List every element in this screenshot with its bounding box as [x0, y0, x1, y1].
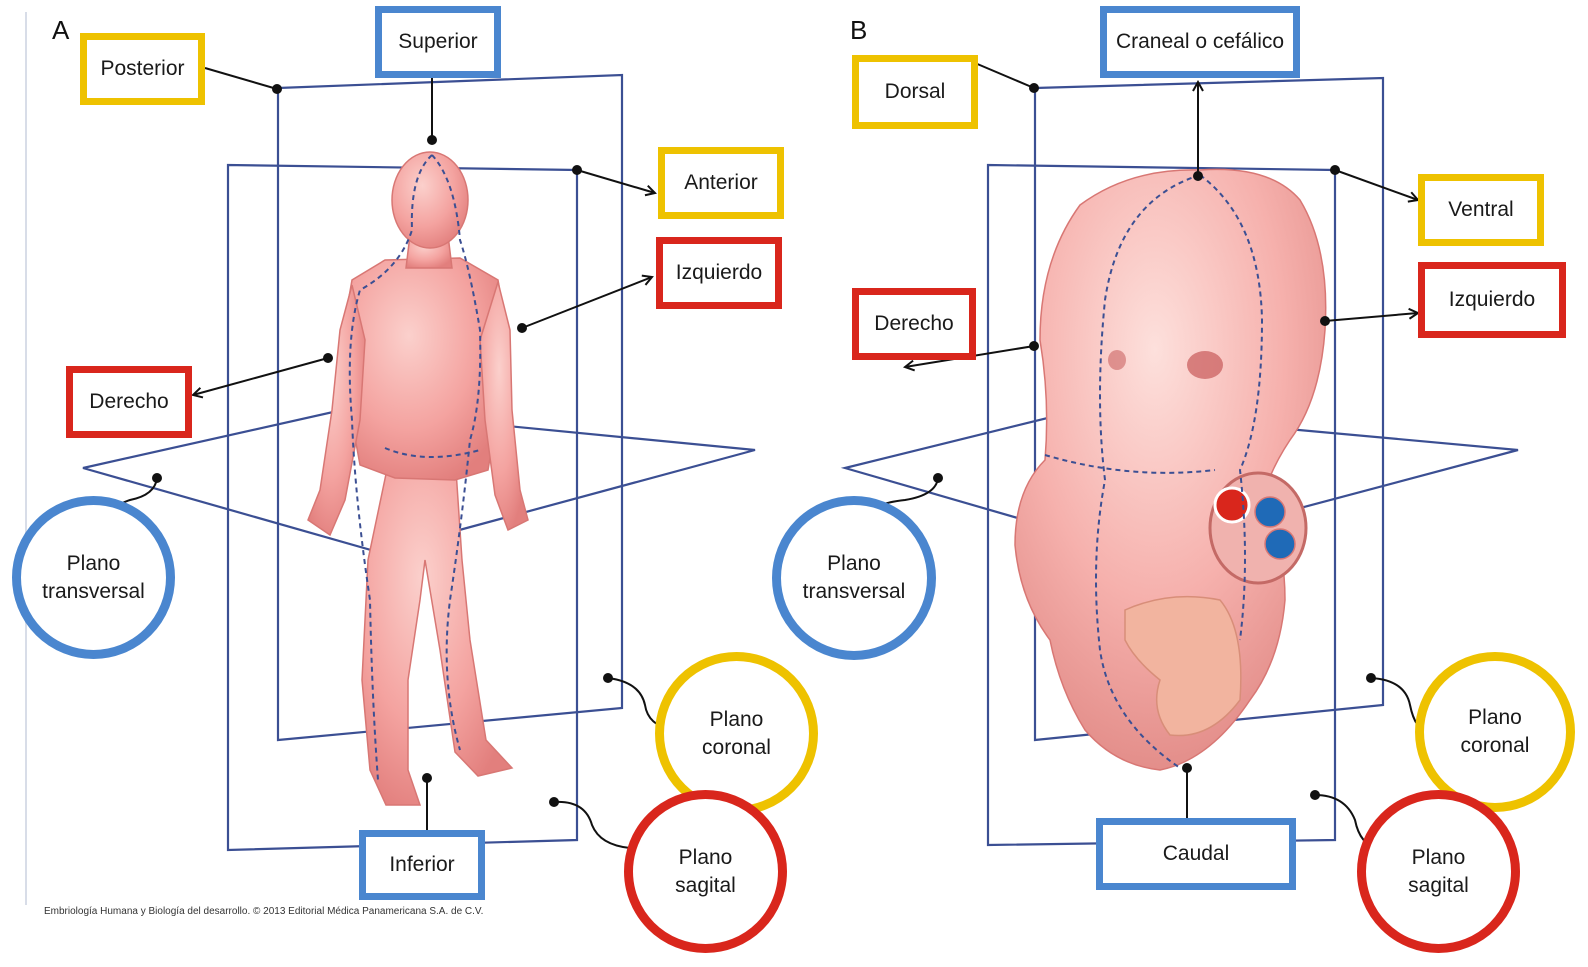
- plane-coronal-b: Plano coronal: [1415, 652, 1575, 812]
- plane-sagital-b: Plano sagital: [1357, 790, 1520, 953]
- label-izquierdo-b: Izquierdo: [1418, 262, 1566, 338]
- plane-transversal-b: Plano transversal: [772, 496, 936, 660]
- plane-coronal-a-line1: Plano: [710, 706, 764, 734]
- panel-a-letter: A: [52, 15, 69, 46]
- label-craneal: Craneal o cefálico: [1100, 6, 1300, 78]
- human-figure: [308, 152, 528, 805]
- label-derecho-b: Derecho: [852, 288, 976, 360]
- plane-sagital-a-line1: Plano: [679, 844, 733, 872]
- plane-transversal-a-line1: Plano: [67, 550, 121, 578]
- plane-sagital-b-line1: Plano: [1412, 844, 1466, 872]
- label-dorsal: Dorsal: [852, 55, 978, 129]
- copyright-credit: Embriología Humana y Biología del desarr…: [44, 906, 483, 917]
- label-caudal: Caudal: [1096, 818, 1296, 890]
- plane-coronal-b-line2: coronal: [1461, 732, 1530, 760]
- plane-transversal-b-line2: transversal: [803, 578, 906, 606]
- panel-b-letter: B: [850, 15, 867, 46]
- plane-coronal-a: Plano coronal: [655, 652, 818, 815]
- plane-coronal-b-line1: Plano: [1468, 704, 1522, 732]
- plane-transversal-a: Plano transversal: [12, 496, 175, 659]
- plane-transversal-a-line2: transversal: [42, 578, 145, 606]
- label-izquierdo-a: Izquierdo: [656, 237, 782, 309]
- label-ventral: Ventral: [1418, 174, 1544, 246]
- label-superior: Superior: [375, 6, 501, 78]
- label-anterior: Anterior: [658, 147, 784, 219]
- plane-sagital-a: Plano sagital: [624, 790, 787, 953]
- label-derecho-a: Derecho: [66, 366, 192, 438]
- label-posterior: Posterior: [80, 33, 205, 105]
- plane-transversal-b-line1: Plano: [827, 550, 881, 578]
- label-inferior: Inferior: [359, 830, 485, 900]
- plane-sagital-b-line2: sagital: [1408, 872, 1469, 900]
- plane-coronal-a-line2: coronal: [702, 734, 771, 762]
- embryo-figure: [1015, 169, 1326, 770]
- plane-sagital-a-line2: sagital: [675, 872, 736, 900]
